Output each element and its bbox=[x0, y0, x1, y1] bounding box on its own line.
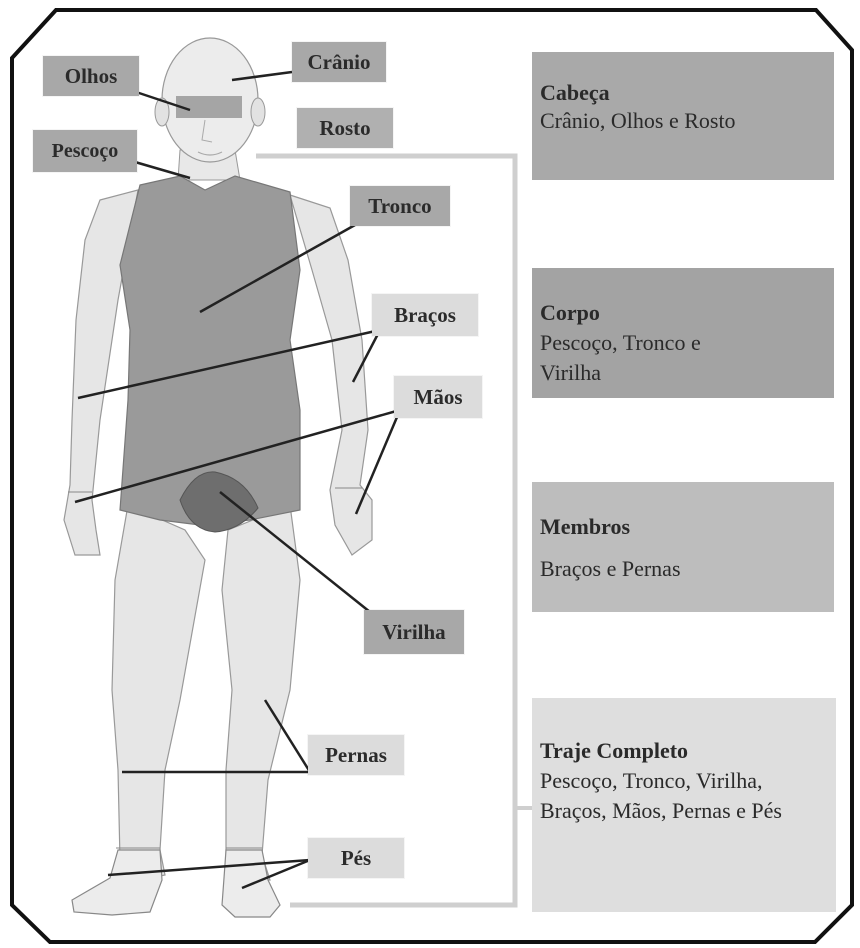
label-pescoco: Pescoço bbox=[33, 130, 137, 172]
label-pes: Pés bbox=[308, 838, 404, 878]
label-bracos: Braços bbox=[372, 294, 478, 336]
panel-title: Traje Completo bbox=[540, 736, 828, 766]
panel-traje-completo: Traje Completo Pescoço, Tronco, Virilha,… bbox=[532, 698, 836, 912]
label-tronco: Tronco bbox=[350, 186, 450, 226]
panel-title: Corpo bbox=[540, 298, 826, 328]
panel-desc: Pescoço, Tronco e Virilha bbox=[540, 328, 750, 388]
panel-title: Cabeça bbox=[540, 80, 826, 106]
right-leg bbox=[222, 505, 300, 880]
panel-desc: Pescoço, Tronco, Virilha, Braços, Mãos, … bbox=[540, 766, 830, 826]
left-foot bbox=[72, 850, 162, 915]
panel-membros: Membros Braços e Pernas bbox=[532, 482, 834, 612]
panel-desc: Braços e Pernas bbox=[540, 554, 826, 584]
label-virilha: Virilha bbox=[364, 610, 464, 654]
panel-title: Membros bbox=[540, 514, 826, 540]
label-pernas: Pernas bbox=[308, 735, 404, 775]
panel-corpo: Corpo Pescoço, Tronco e Virilha bbox=[532, 268, 834, 398]
label-rosto: Rosto bbox=[297, 108, 393, 148]
panel-desc: Crânio, Olhos e Rosto bbox=[540, 106, 826, 136]
left-leg bbox=[112, 505, 205, 880]
eye-region bbox=[176, 96, 242, 118]
label-maos: Mãos bbox=[394, 376, 482, 418]
label-cranio: Crânio bbox=[292, 42, 386, 82]
label-olhos: Olhos bbox=[43, 56, 139, 96]
panel-cabeca: Cabeça Crânio, Olhos e Rosto bbox=[532, 52, 834, 180]
right-arm bbox=[290, 195, 372, 555]
